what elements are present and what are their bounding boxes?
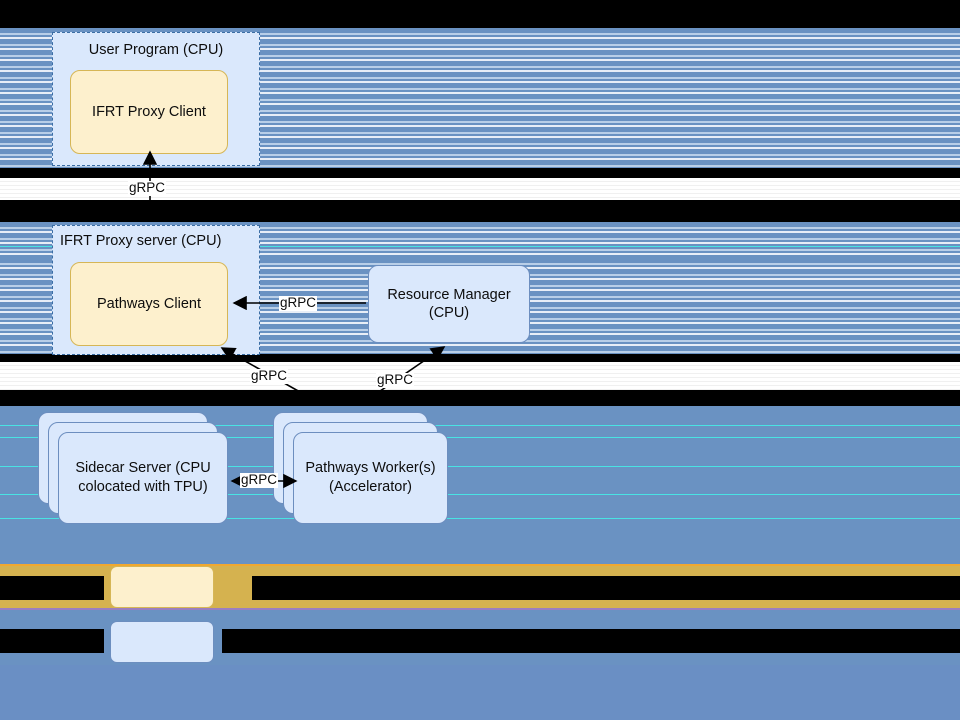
legend-swatch-cream [110,566,214,608]
legend-row-cream [0,560,960,610]
group-ifrt-proxy-server-title: IFRT Proxy server (CPU) [60,233,222,249]
node-resource-manager[interactable]: Resource Manager (CPU) [368,265,530,343]
edge-label-sidecar-to-worker: gRPC [240,472,279,488]
legend-label-cream-redacted [0,576,104,600]
edge-worker-to-resource-manager [369,346,446,399]
legend-label-blue-redacted [222,629,960,653]
legend-swatch-blue [110,621,214,663]
node-sidecar-server[interactable]: Sidecar Server (CPU colocated with TPU) [58,432,228,524]
legend-label-blue-redacted [0,629,104,653]
edge-label-worker-to-resource-manager: gRPC [376,372,415,388]
edge-label-resource-manager-to-pathways: gRPC [279,295,318,311]
group-user-program-title: User Program (CPU) [88,42,224,58]
node-resource-manager-line1: Resource Manager [387,286,511,303]
node-sidecar-server-line2: colocated with TPU) [78,479,208,495]
edge-label-sidecar-to-proxy-server: gRPC [250,368,289,384]
node-sidecar-server-stack[interactable]: Sidecar Server (CPU colocated with TPU) [38,412,228,524]
node-ifrt-proxy-client[interactable]: IFRT Proxy Client [70,70,228,154]
legend-row-blue [0,615,960,665]
edge-label-client-to-server: gRPC [128,180,167,196]
node-pathways-worker-line1: Pathways Worker(s) [305,460,436,477]
node-pathways-worker-stack[interactable]: Pathways Worker(s) (Accelerator) [273,412,448,524]
node-pathways-worker[interactable]: Pathways Worker(s) (Accelerator) [293,432,448,524]
node-pathways-worker-line2: (Accelerator) [329,479,412,495]
legend-label-cream-redacted [252,576,960,600]
node-sidecar-server-line1: Sidecar Server (CPU [75,460,211,477]
node-pathways-client[interactable]: Pathways Client [70,262,228,346]
node-resource-manager-line2: (CPU) [428,305,470,321]
